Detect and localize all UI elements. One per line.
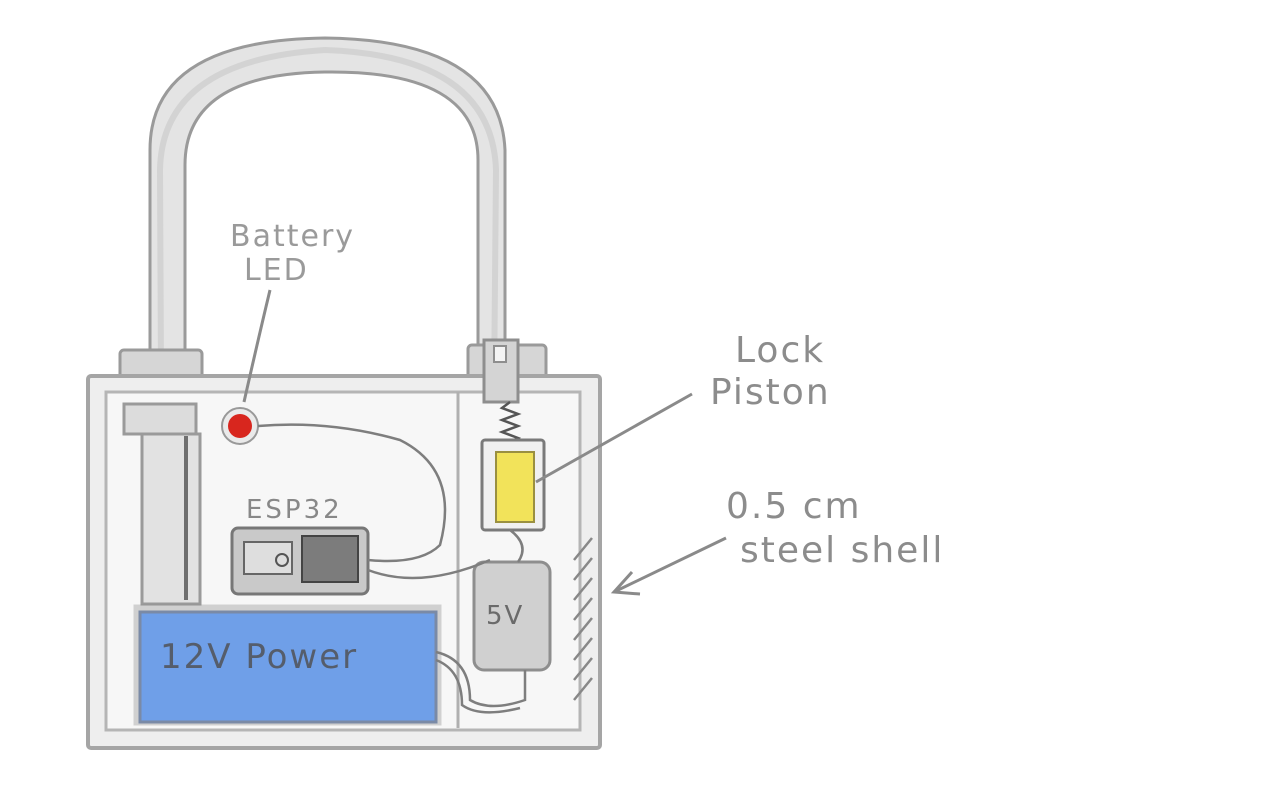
- shell-hatching: [573, 537, 593, 701]
- esp32-board: ESP32: [230, 495, 370, 596]
- annotation-battery-led: Battery LED: [230, 219, 355, 403]
- lock-piston: [480, 438, 546, 532]
- annotation-steel-shell: 0.5 cm steel shell: [610, 486, 944, 596]
- battery-12v: 12V Power: [133, 604, 442, 726]
- battery-led-label-line2: LED: [244, 253, 309, 288]
- regulator-5v: 5V: [472, 560, 552, 672]
- power-label: 12V Power: [160, 637, 358, 677]
- lock-piston-label-line2: Piston: [710, 372, 831, 413]
- esp32-label: ESP32: [246, 495, 343, 525]
- wires: [257, 423, 527, 714]
- annotation-lock-piston: Lock Piston: [535, 330, 831, 484]
- steel-shell-label-line2: steel shell: [740, 530, 944, 571]
- battery-led: [221, 407, 259, 445]
- piston-spring: [498, 401, 522, 444]
- shackle-leg-inside: [122, 402, 202, 606]
- regulator-label: 5V: [486, 601, 524, 631]
- shackle-right-end: [482, 338, 520, 404]
- steel-shell-label-line1: 0.5 cm: [726, 486, 862, 527]
- shackle: [148, 36, 507, 592]
- lock-piston-label-line1: Lock: [735, 330, 825, 371]
- battery-led-label-line1: Battery: [230, 219, 355, 254]
